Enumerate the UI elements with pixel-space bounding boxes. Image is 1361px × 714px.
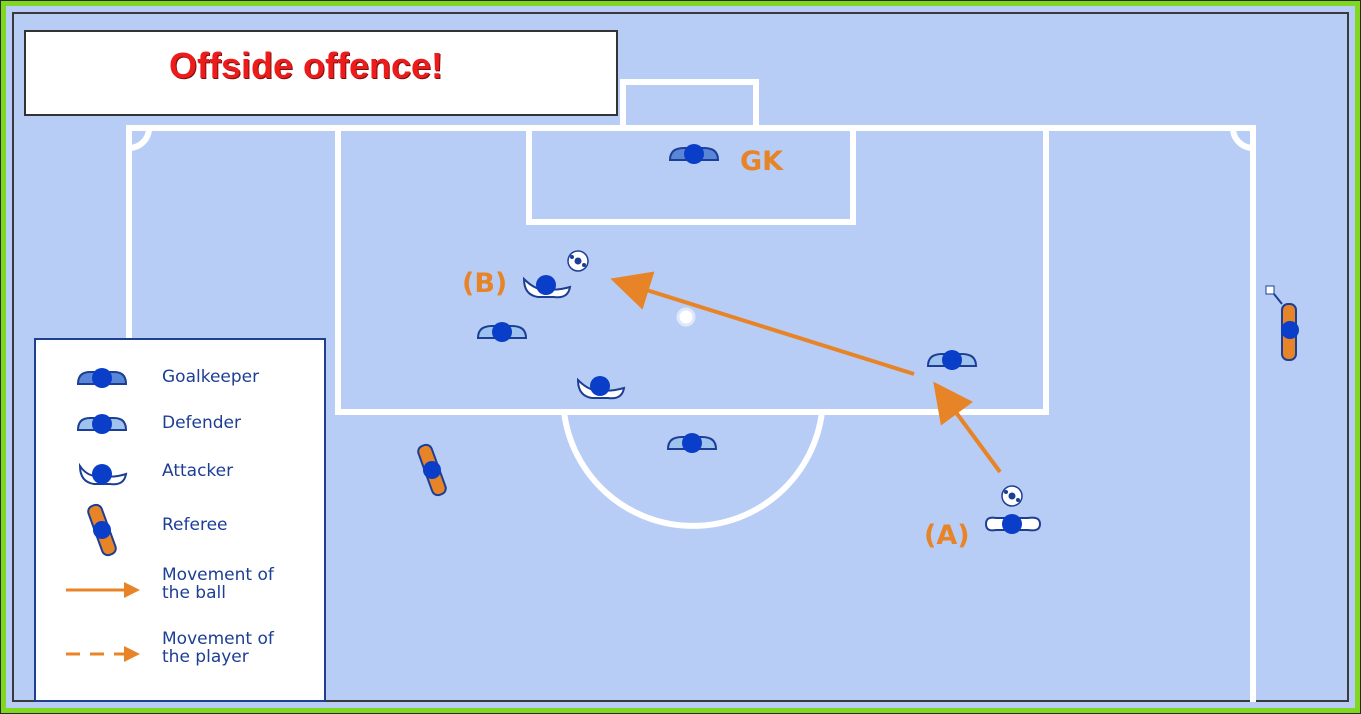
goalkeeper-icon <box>66 358 138 398</box>
ball-movement-arrow-icon <box>56 566 140 606</box>
legend-item-referee: Referee <box>36 500 324 560</box>
defender-icon <box>668 433 716 453</box>
attacker-icon <box>986 514 1040 534</box>
ball-pass-arrow-to-defender <box>938 388 1000 472</box>
legend-label-ball-movement: Movement of the ball <box>162 566 274 602</box>
page-title: Offside offence! <box>169 45 443 87</box>
goal-area <box>529 128 853 222</box>
defender-icon <box>478 322 526 342</box>
ball-pass-arrow-to-b <box>618 281 914 374</box>
goalkeeper-icon <box>670 144 718 164</box>
legend-label-player-movement: Movement of the player <box>162 630 274 666</box>
legend-label-attacker: Attacker <box>162 462 233 480</box>
attacker-icon <box>524 275 570 297</box>
player-a-label: (A) <box>924 520 970 551</box>
title-box: Offside offence! <box>24 30 618 116</box>
legend-item-defender: Defender <box>36 404 324 444</box>
legend-item-goalkeeper: Goalkeeper <box>36 358 324 398</box>
defender-icon <box>928 350 976 370</box>
attacker-icon <box>578 376 624 398</box>
penalty-area <box>338 128 1046 412</box>
legend-item-ball-movement: Movement of the ball <box>36 566 324 606</box>
player-b-label: (B) <box>462 268 507 299</box>
defender-icon <box>66 404 138 444</box>
legend-item-player-movement: Movement of the player <box>36 630 324 670</box>
referee-icon <box>415 442 450 497</box>
legend-label-defender: Defender <box>162 414 241 432</box>
ball-icon <box>568 251 588 271</box>
penalty-arc <box>564 412 822 526</box>
player-movement-arrow-icon <box>56 630 140 670</box>
ball-icon <box>1002 486 1022 506</box>
referee-icon <box>66 500 138 560</box>
legend-label-referee: Referee <box>162 516 228 534</box>
goal <box>623 82 756 128</box>
goalkeeper-label: GK <box>740 146 783 177</box>
legend: Goalkeeper Defender Attacker Refer <box>34 338 326 702</box>
attacker-icon <box>66 452 138 492</box>
assistant-referee-icon <box>1266 286 1299 360</box>
penalty-spot <box>678 309 694 325</box>
legend-item-attacker: Attacker <box>36 452 324 492</box>
legend-label-goalkeeper: Goalkeeper <box>162 368 259 386</box>
